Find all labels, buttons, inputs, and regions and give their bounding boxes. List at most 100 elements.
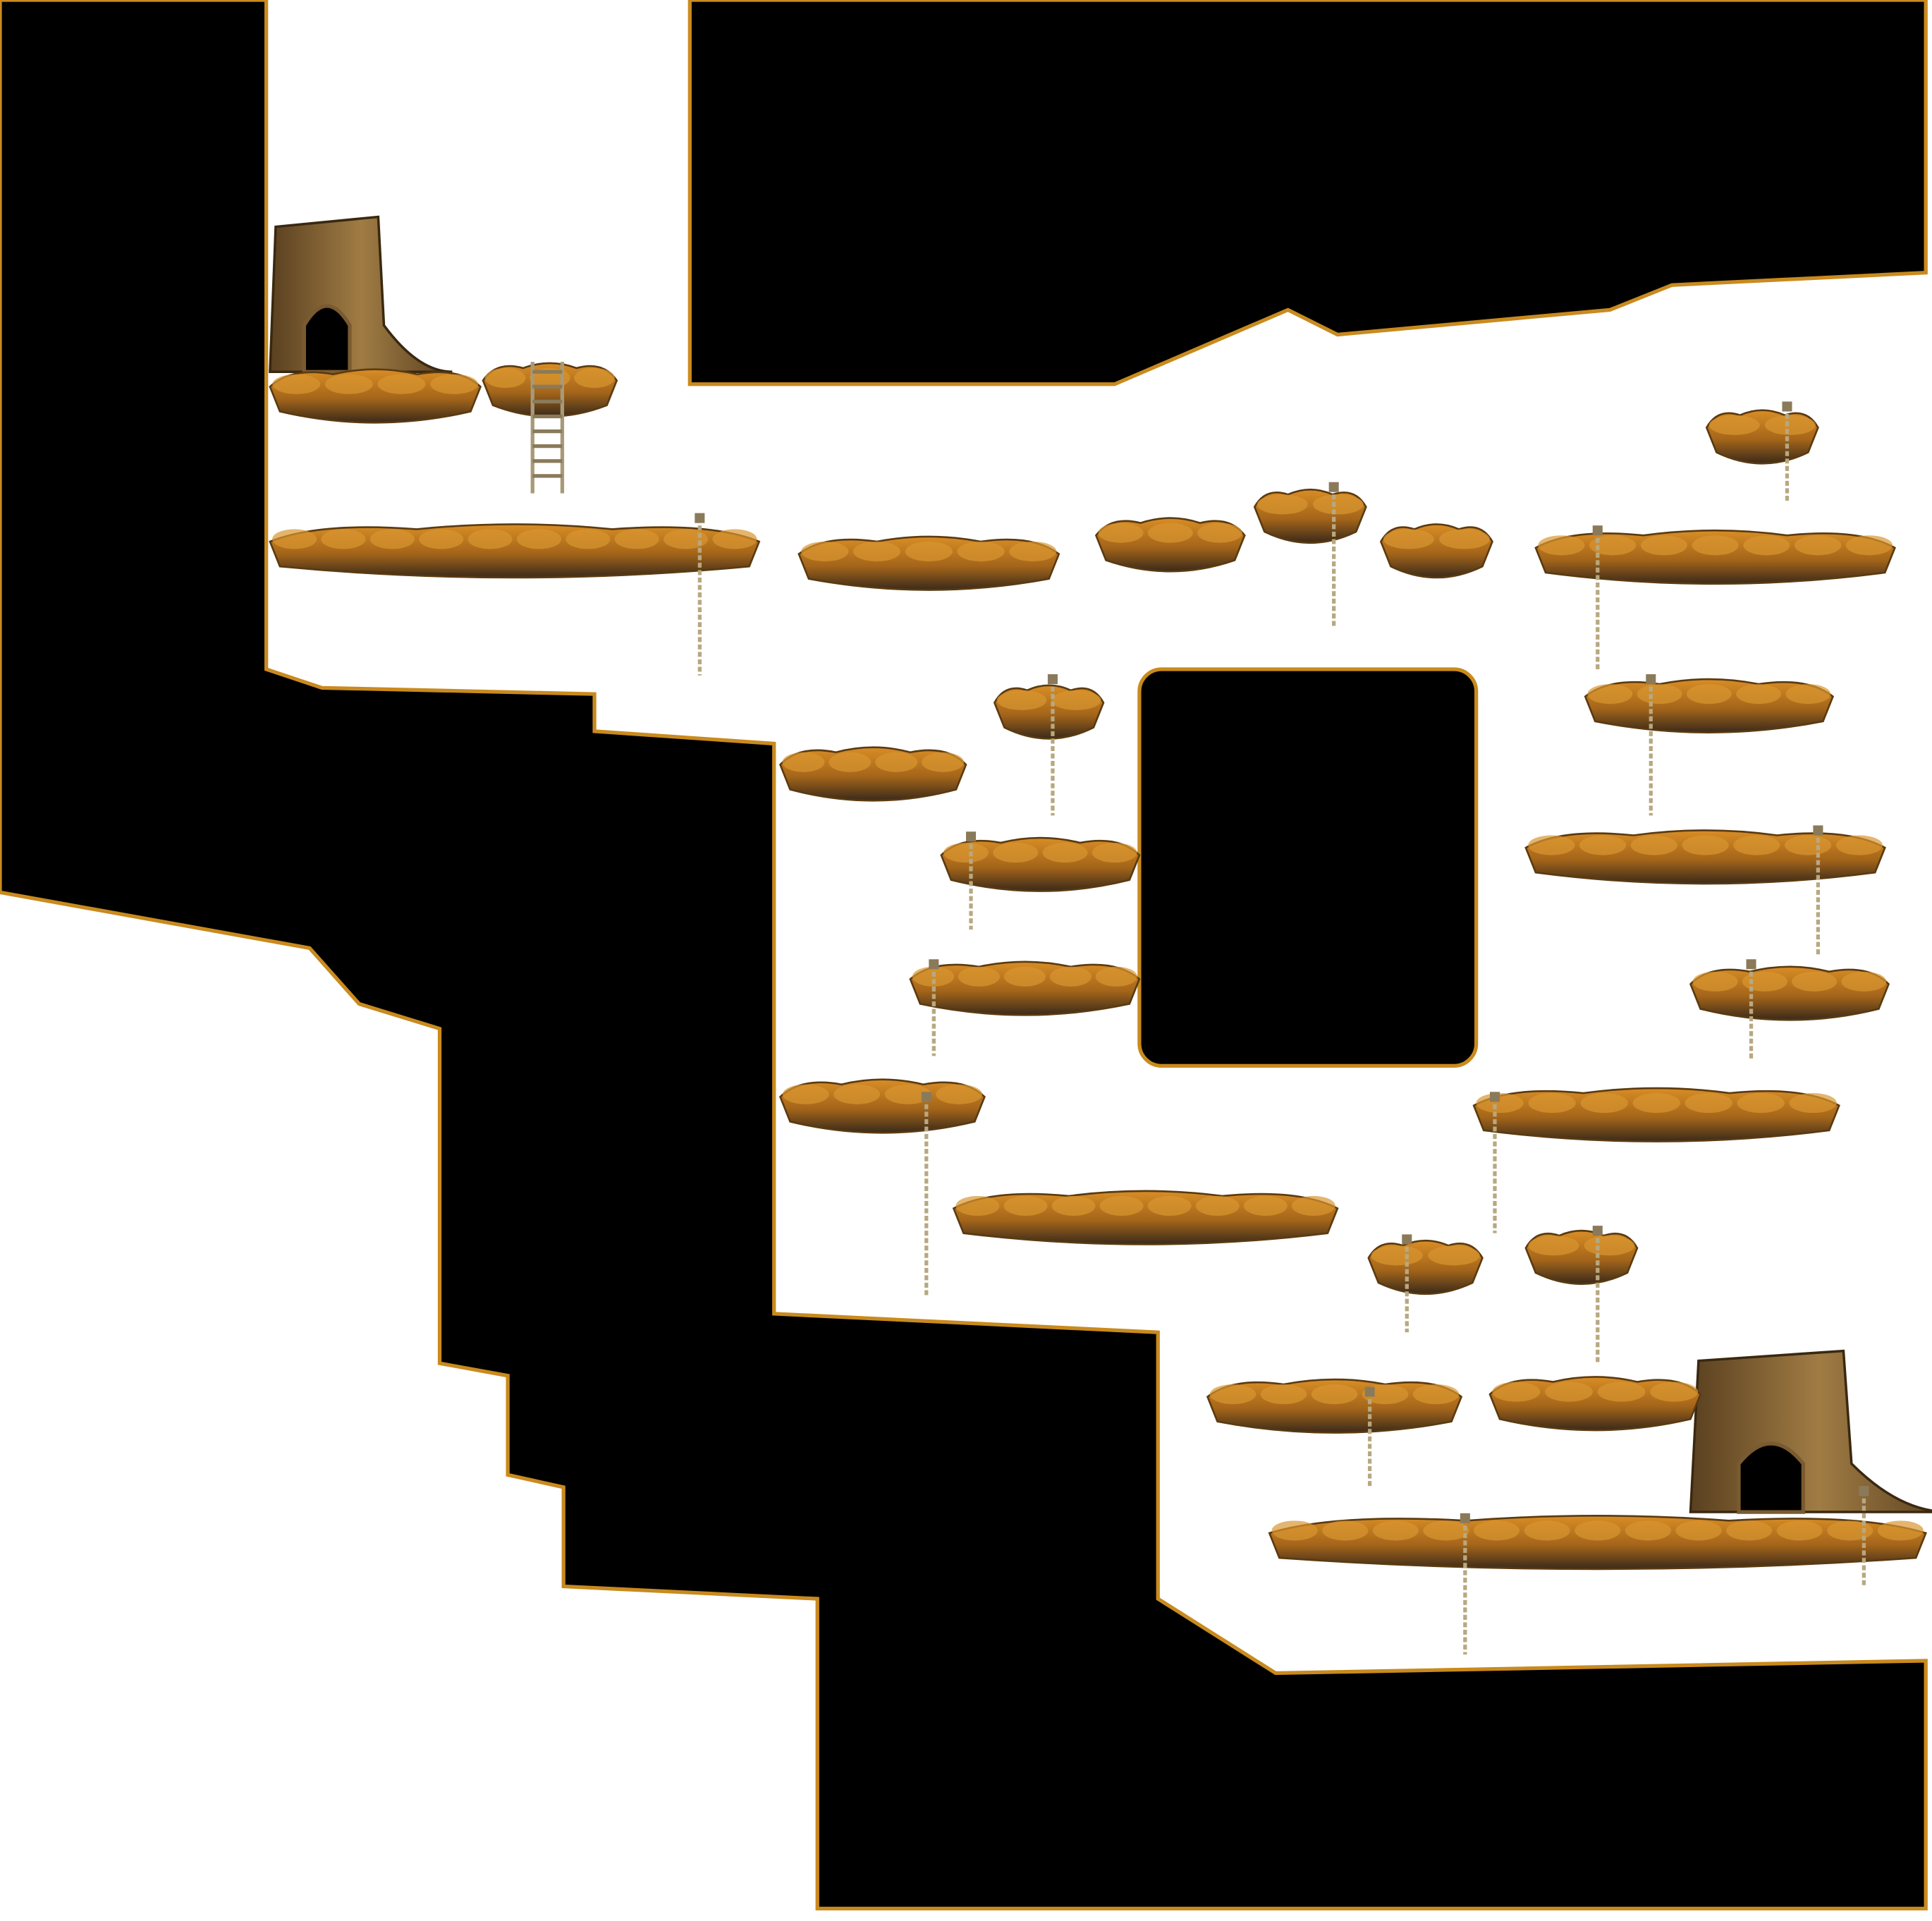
rock-texture [936,1084,983,1104]
climbing-rope[interactable] [1047,674,1058,816]
rock-texture [1092,843,1137,863]
rock-texture [1545,1382,1593,1402]
rock-texture [419,529,464,549]
climbing-rope[interactable] [1460,1513,1470,1655]
climbing-rope[interactable] [1402,1234,1412,1333]
floating-platform[interactable] [1367,1239,1484,1295]
floating-platform[interactable] [269,523,761,579]
rock-texture [1589,535,1637,556]
tree-stump-portal[interactable] [1689,1349,1932,1514]
rock-texture [1049,966,1092,987]
rock-texture [1147,1195,1192,1216]
floating-platform[interactable] [1689,965,1890,1021]
floating-platform[interactable] [1488,1376,1702,1432]
rock-texture [1003,1195,1048,1216]
floating-platform[interactable] [1524,1229,1639,1286]
floating-platform[interactable] [909,960,1141,1016]
rock-texture [782,752,825,772]
rock-texture [853,541,901,562]
rock-texture [1371,1245,1423,1266]
central-rock-pillar [1137,667,1479,1068]
rock-texture [272,529,317,549]
rock-texture [996,690,1047,711]
rock-texture [664,529,709,549]
climbing-rope[interactable] [1813,825,1823,955]
floating-platform[interactable] [940,836,1141,892]
rock-texture [574,367,615,389]
floating-platform[interactable] [269,368,482,424]
rock-texture [1524,1520,1570,1541]
rock-texture [614,529,659,549]
rock-texture [1412,1384,1460,1405]
rock-texture [993,843,1039,863]
floating-platform[interactable] [1379,523,1493,579]
floating-platform[interactable] [1206,1378,1463,1434]
ceiling-block [687,0,1928,386]
climbing-rope[interactable] [1746,959,1756,1060]
climbing-rope[interactable] [921,1092,931,1295]
climbing-rope[interactable] [1782,401,1792,502]
rock-texture [922,752,965,772]
rock-texture [321,529,366,549]
rock-texture [712,529,757,549]
climbing-rope[interactable] [1646,674,1656,816]
rock-texture [875,752,918,772]
floating-platform[interactable] [778,1078,986,1134]
rock-texture [801,541,849,562]
climbing-rope[interactable] [966,831,977,930]
rock-texture [1003,966,1046,987]
rock-texture [1147,523,1193,543]
rock-texture [1439,529,1490,549]
rock-texture [1685,1093,1732,1114]
rock-texture [1428,1245,1480,1266]
floating-platform[interactable] [993,684,1105,740]
rock-texture [1197,523,1242,543]
rock-texture [1195,1195,1240,1216]
rock-texture [1099,1195,1144,1216]
tree-door[interactable] [1737,1441,1805,1514]
floating-platform[interactable] [1268,1515,1927,1571]
rock-texture [1743,535,1790,556]
climbing-rope[interactable] [929,959,939,1056]
tree-stump-portal[interactable] [269,215,453,374]
tree-door[interactable] [302,304,352,374]
climbing-rope[interactable] [1592,525,1603,670]
floating-platform[interactable] [1534,529,1896,585]
floating-platform[interactable] [1094,517,1246,573]
floating-platform[interactable] [1253,488,1367,544]
floating-platform[interactable] [1584,678,1835,733]
floating-platform[interactable] [1705,409,1819,465]
climbing-rope[interactable] [1489,1092,1500,1233]
rock-texture [958,966,1000,987]
rock-texture [1736,684,1782,705]
rock-texture [829,752,872,772]
rock-texture [1789,1093,1837,1114]
floating-platform[interactable] [952,1190,1339,1245]
rock-texture [1650,1382,1699,1402]
climbing-rope[interactable] [1859,1486,1869,1587]
rock-texture [1877,1520,1924,1541]
rock-texture [369,529,415,549]
floating-platform[interactable] [1524,829,1886,885]
rock-texture [1474,1520,1520,1541]
rock-texture [1587,684,1633,705]
floating-platform[interactable] [1472,1087,1840,1142]
rock-texture [1257,494,1308,515]
ladder[interactable] [530,362,565,494]
rock-texture [1686,684,1732,705]
climbing-rope[interactable] [695,513,705,676]
rock-texture [1597,1382,1646,1402]
rock-texture [1640,535,1687,556]
rock-texture [1243,1195,1288,1216]
rock-texture [467,529,513,549]
floating-platform[interactable] [797,535,1060,591]
climbing-rope[interactable] [1328,482,1339,626]
rock-texture [516,529,562,549]
rock-texture [782,1084,829,1104]
climbing-rope[interactable] [1592,1226,1603,1364]
climbing-rope[interactable] [1364,1386,1375,1487]
rock-texture [1841,971,1887,992]
floating-platform[interactable] [779,746,967,802]
rock-texture [484,367,526,389]
